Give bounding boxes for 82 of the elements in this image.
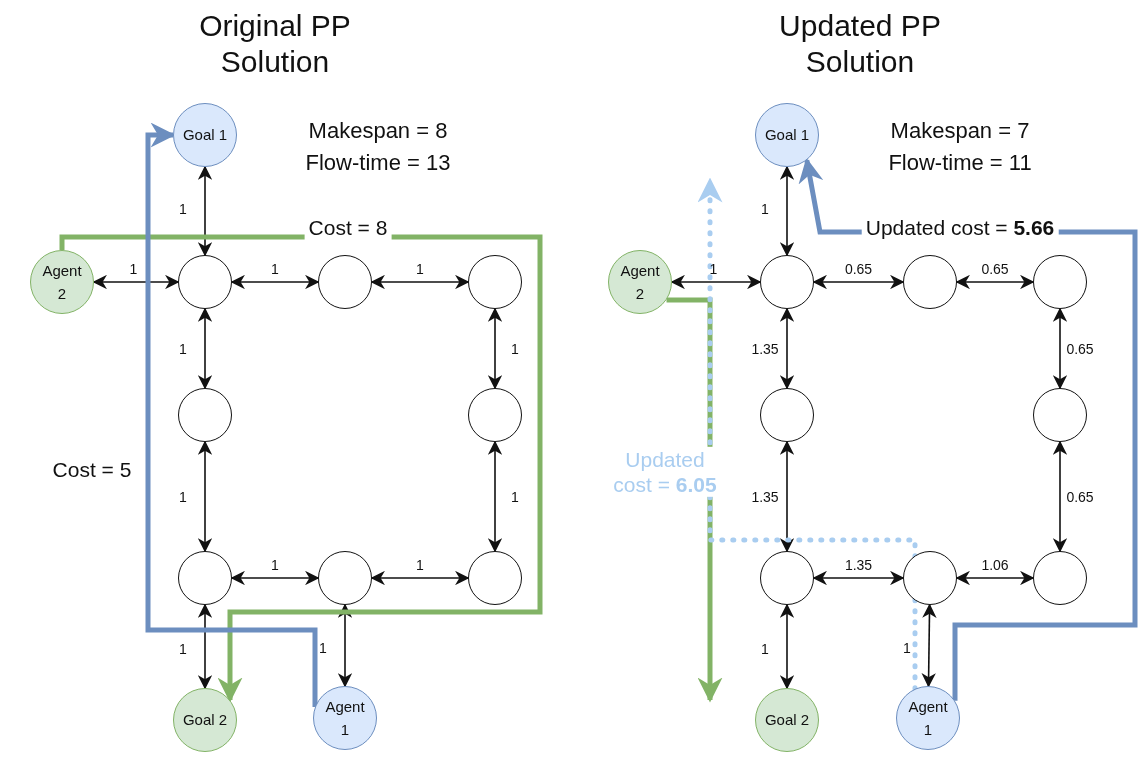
- edge-label: 1: [318, 639, 328, 657]
- edge-label: 0.65: [1065, 488, 1095, 505]
- node-circle: [178, 388, 232, 442]
- double-arrow: [779, 165, 795, 257]
- double-arrow: [955, 570, 1035, 586]
- double-arrow: [779, 307, 795, 390]
- double-arrow: [92, 274, 180, 290]
- edge-label: 0.65: [843, 260, 874, 278]
- node-label: Agent 1: [907, 696, 949, 740]
- node-circle: [468, 255, 522, 309]
- edge-label: 1: [415, 556, 425, 574]
- edge-label: 1: [270, 556, 280, 574]
- node-circle: [760, 551, 814, 605]
- double-arrow: [487, 440, 503, 553]
- double-arrow: [197, 440, 213, 553]
- double-arrow: [487, 307, 503, 390]
- node-circle: [178, 551, 232, 605]
- edge-label: 1: [415, 260, 425, 278]
- node-label: Goal 2: [764, 710, 810, 731]
- double-arrow: [921, 603, 937, 688]
- metric-text: Makespan = 8: [307, 118, 449, 145]
- double-arrow: [779, 603, 795, 690]
- node-circle: [1033, 388, 1087, 442]
- path-arrow: [666, 297, 723, 703]
- double-arrow: [230, 570, 320, 586]
- node-circle: [903, 551, 957, 605]
- path-arrow: [145, 122, 318, 707]
- double-arrow: [1052, 307, 1068, 390]
- edge-label: 1: [178, 640, 188, 658]
- panel-title: Updated PP Solution: [778, 8, 942, 80]
- node-circle: [318, 551, 372, 605]
- edge-label: 1.35: [843, 556, 874, 574]
- edge-label: 1: [178, 340, 188, 357]
- double-arrow: [1052, 440, 1068, 553]
- double-arrow: [370, 274, 470, 290]
- panel-title: Original PP Solution: [198, 8, 352, 80]
- node-circle: [1033, 551, 1087, 605]
- node-circle: [468, 551, 522, 605]
- node-label: Agent 2: [619, 260, 661, 304]
- edge-label: 1: [902, 639, 912, 657]
- node-label: Goal 2: [182, 710, 228, 731]
- edge-label: 1: [178, 200, 188, 217]
- metric-text: Flow-time = 11: [887, 150, 1033, 177]
- node-label: Goal 1: [182, 125, 228, 146]
- edge-label: 1: [270, 260, 280, 278]
- double-arrow: [670, 274, 762, 290]
- double-arrow: [370, 570, 470, 586]
- edge-label: 1: [510, 340, 520, 357]
- edge-label: 1: [510, 488, 520, 505]
- node-circle: [318, 255, 372, 309]
- double-arrow: [812, 570, 905, 586]
- node-label: Goal 1: [764, 125, 810, 146]
- edge-label: 1: [128, 260, 139, 278]
- double-arrow: [955, 274, 1035, 290]
- metric-text: Makespan = 7: [889, 118, 1031, 145]
- edge-label: 1: [760, 200, 770, 217]
- node-circle: [760, 388, 814, 442]
- metric-text: Flow-time = 13: [304, 150, 452, 177]
- node-label: Agent 2: [41, 260, 83, 304]
- node-circle: [178, 255, 232, 309]
- edge-label: 0.65: [1065, 340, 1095, 357]
- edge-label: 1: [178, 488, 188, 505]
- double-arrow: [197, 165, 213, 257]
- edge-label: 1.35: [750, 340, 780, 357]
- edge-label: 1.06: [980, 556, 1010, 574]
- node-label: Agent 1: [324, 696, 366, 740]
- double-arrow: [230, 274, 320, 290]
- double-arrow: [812, 274, 905, 290]
- edge-label: 1.35: [750, 488, 780, 505]
- path-arrow: [59, 234, 543, 703]
- edge-label: 1: [708, 260, 719, 278]
- double-arrow: [779, 440, 795, 553]
- double-arrow: [197, 603, 213, 690]
- node-circle: [760, 255, 814, 309]
- edge-label: 1: [760, 640, 770, 658]
- node-circle: [1033, 255, 1087, 309]
- double-arrow: [337, 603, 353, 688]
- node-circle: [903, 255, 957, 309]
- node-circle: [468, 388, 522, 442]
- edge-label: 0.65: [980, 260, 1010, 278]
- path-arrow: [697, 177, 918, 692]
- double-arrow: [197, 307, 213, 390]
